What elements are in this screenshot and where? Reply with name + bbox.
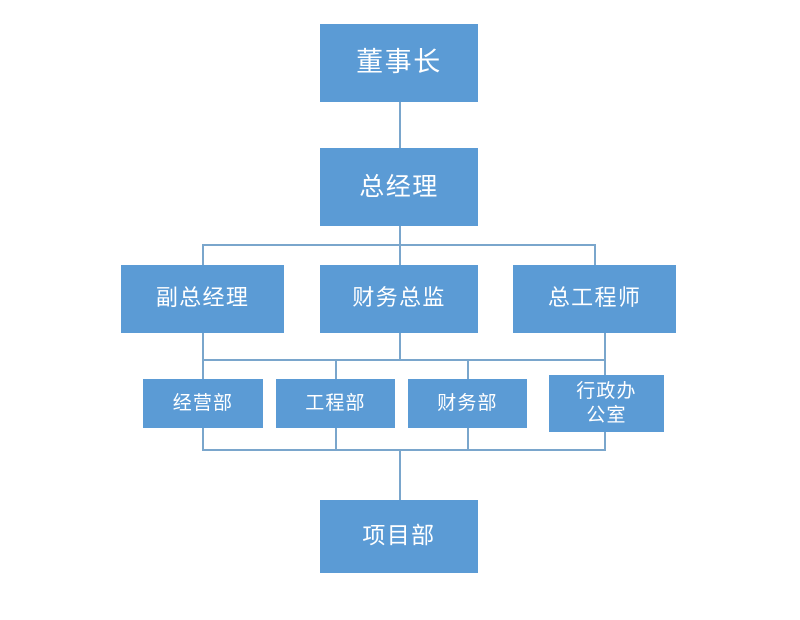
connector-chief-engineer-stub (604, 333, 606, 360)
connector-finance-dept-stub (467, 428, 469, 450)
connector-chairman-to-general-manager (399, 102, 401, 148)
connector-level4-bus (202, 359, 606, 361)
connector-bus-to-project-dept (399, 449, 401, 500)
node-engineering-dept-label: 工程部 (305, 391, 366, 414)
connector-bus-to-chief-engineer (594, 244, 596, 265)
node-administrative-office[interactable]: 行政办 公室 (549, 375, 664, 432)
node-deputy-general-manager[interactable]: 副总经理 (121, 265, 284, 333)
connector-bus-to-finance-director (399, 244, 401, 265)
node-general-manager-label: 总经理 (359, 171, 439, 201)
connector-bus-to-finance-dept (467, 359, 469, 379)
connector-operations-dept-stub (202, 428, 204, 450)
connector-deputy-general-manager-stub (202, 333, 204, 360)
node-engineering-dept[interactable]: 工程部 (276, 379, 395, 428)
connector-administrative-office-stub (604, 432, 606, 450)
node-general-manager[interactable]: 总经理 (320, 148, 478, 226)
connector-bus-to-operations-dept (202, 359, 204, 379)
connector-finance-director-stub (399, 333, 401, 360)
connector-bus-to-administrative-office (604, 359, 606, 375)
node-chairman[interactable]: 董事长 (320, 24, 478, 102)
node-chief-engineer[interactable]: 总工程师 (513, 265, 676, 333)
node-finance-director[interactable]: 财务总监 (320, 265, 478, 333)
node-administrative-office-label: 行政办 公室 (576, 380, 637, 426)
connector-general-manager-stub (399, 226, 401, 245)
node-project-dept[interactable]: 项目部 (320, 500, 478, 573)
node-finance-director-label: 财务总监 (352, 285, 446, 311)
connector-bus-to-deputy-general-manager (202, 244, 204, 265)
node-project-dept-label: 项目部 (362, 523, 436, 550)
node-deputy-general-manager-label: 副总经理 (155, 285, 250, 311)
connector-level5-bus (202, 449, 606, 451)
node-chairman-label: 董事长 (356, 46, 442, 78)
node-operations-dept[interactable]: 经营部 (143, 379, 263, 428)
node-finance-dept-label: 财务部 (437, 391, 498, 414)
connector-bus-to-engineering-dept (335, 359, 337, 379)
node-chief-engineer-label: 总工程师 (547, 285, 642, 311)
node-operations-dept-label: 经营部 (172, 391, 234, 414)
connector-engineering-dept-stub (335, 428, 337, 450)
node-finance-dept[interactable]: 财务部 (408, 379, 527, 428)
